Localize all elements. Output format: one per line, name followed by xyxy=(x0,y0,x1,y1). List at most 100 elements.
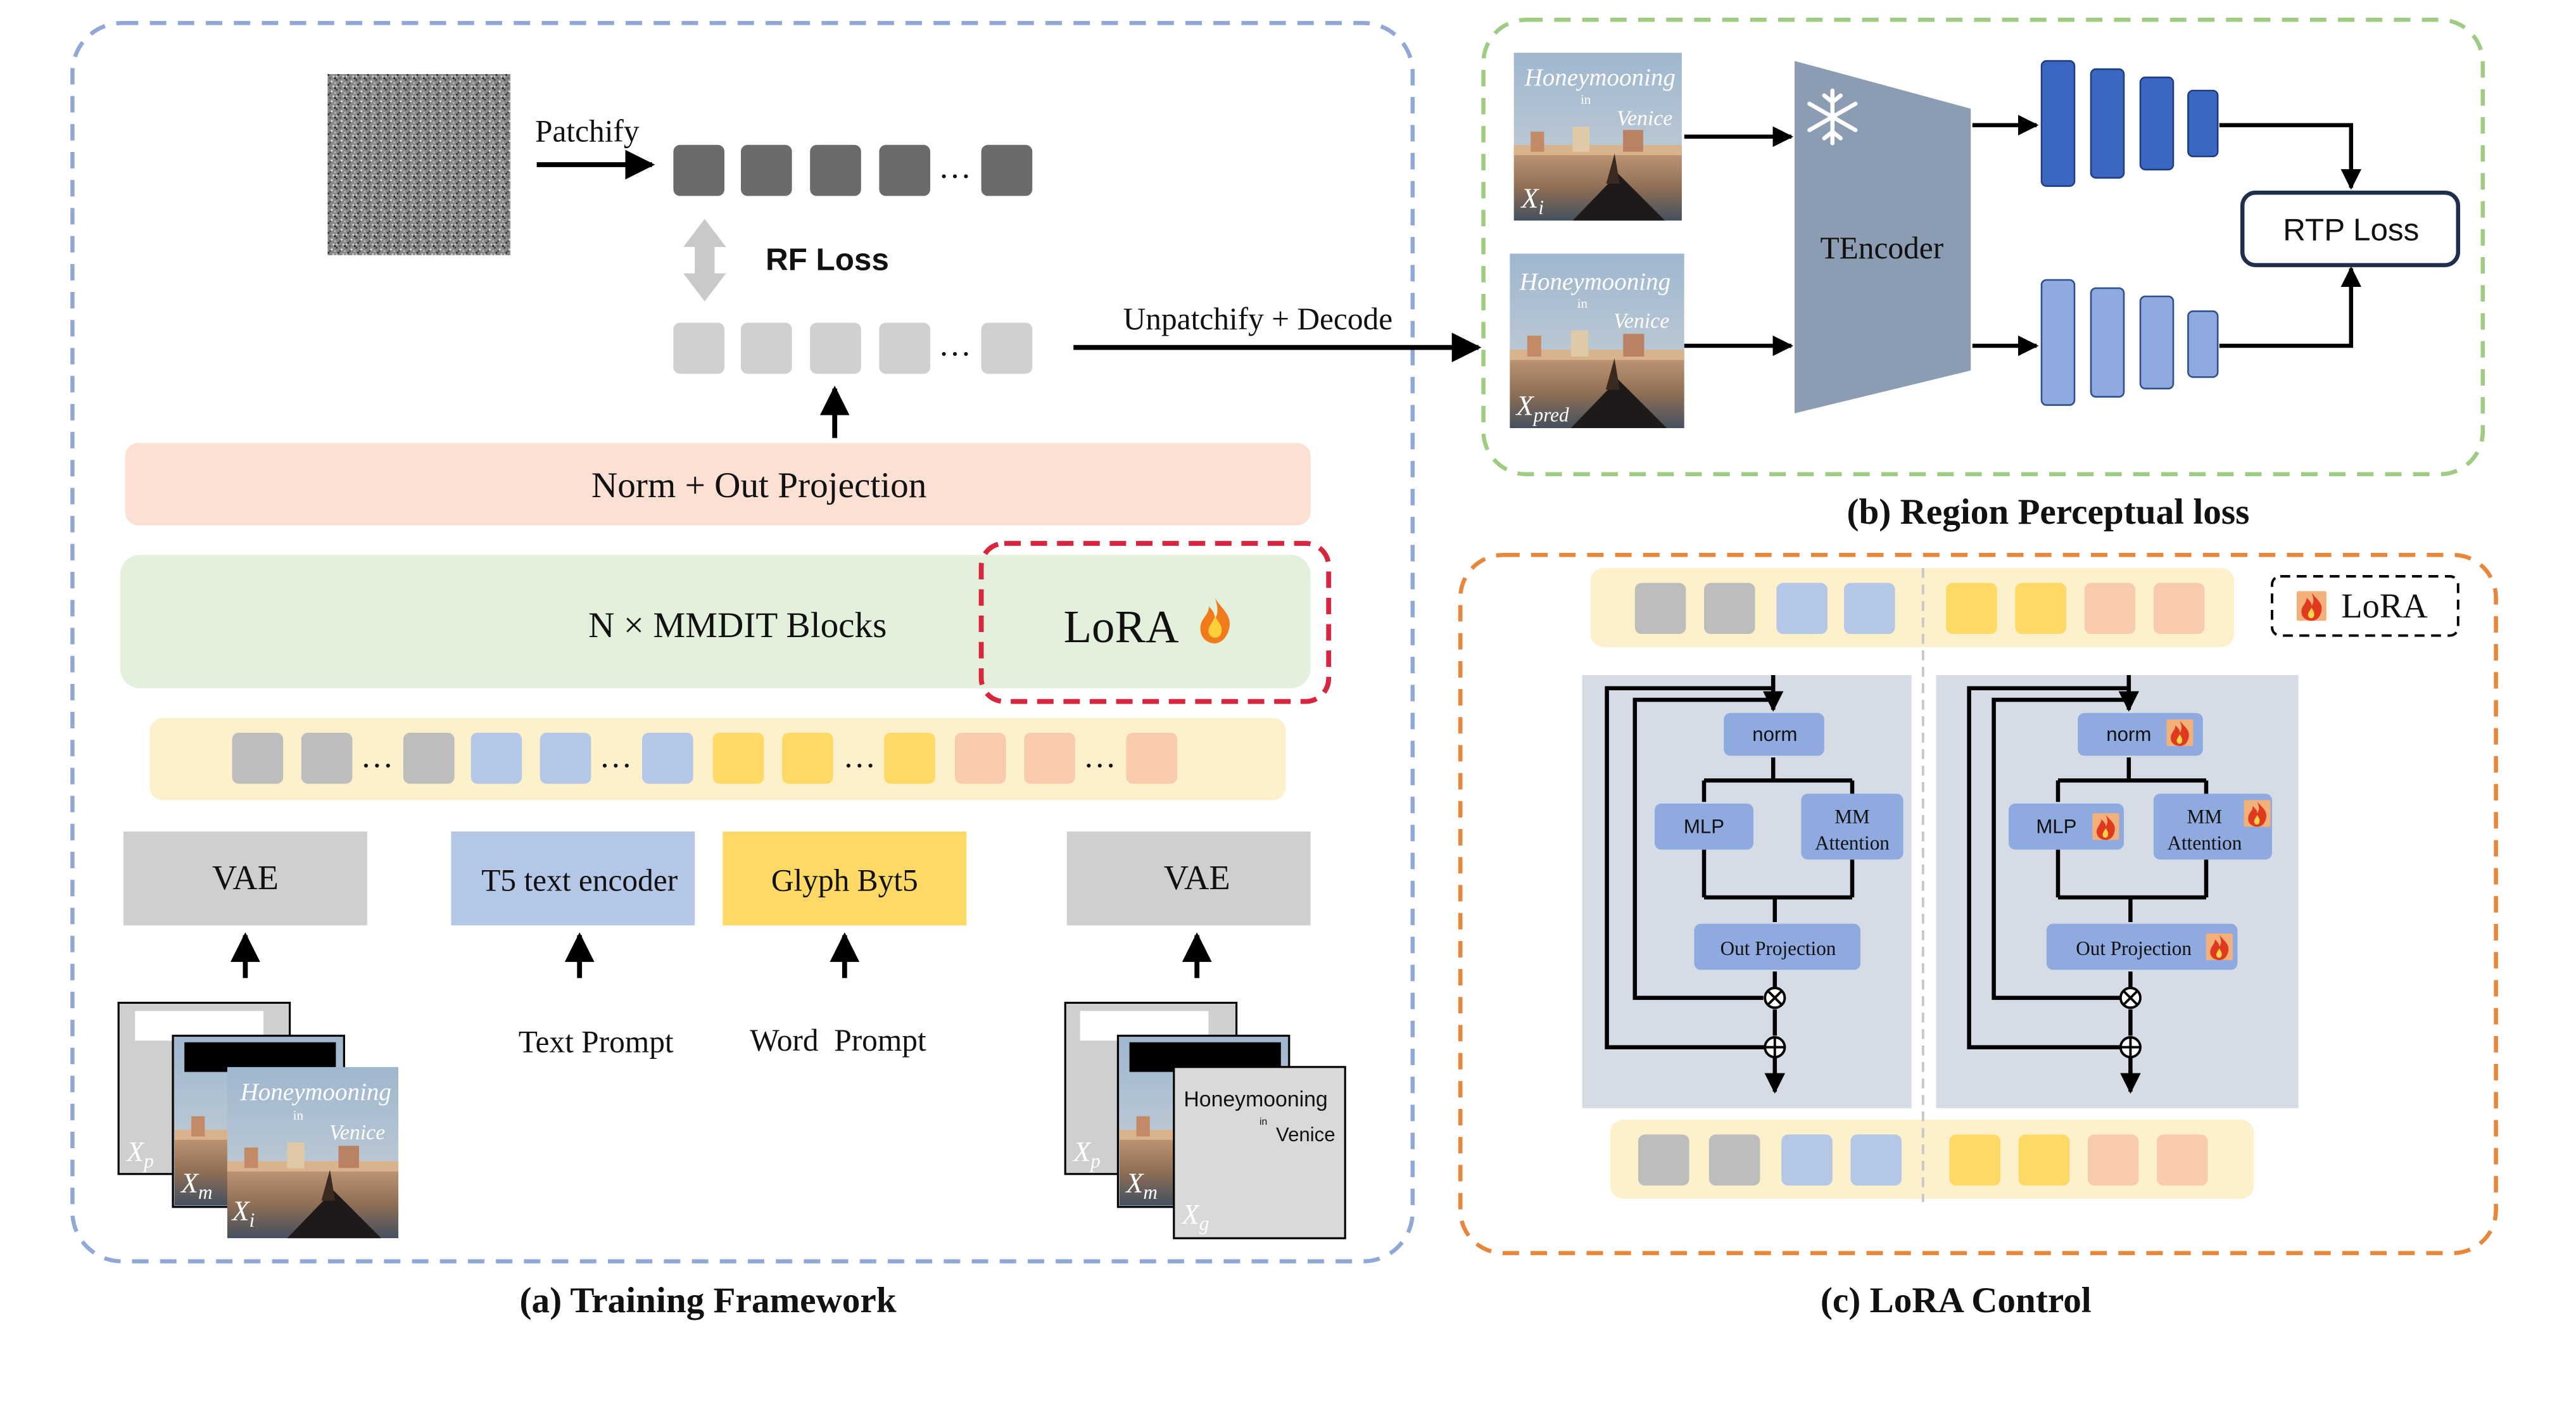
ellipsis: … xyxy=(360,739,393,775)
token xyxy=(641,733,693,784)
norm-out-projection-label: Norm + Out Projection xyxy=(591,465,926,505)
word-prompt-label: Word Prompt xyxy=(750,1023,926,1058)
out-projection-label: Out Projection xyxy=(1720,937,1836,959)
feature-map xyxy=(2040,279,2076,406)
mmdit-block-lora: norm MLP MM Attention Out Projection xyxy=(1936,674,2299,1108)
ellipsis: … xyxy=(843,739,876,775)
feature-map xyxy=(2139,76,2175,171)
right-image-stack: Xp Xm Honeymooning in Venice Xg xyxy=(1064,1001,1346,1239)
token xyxy=(879,322,930,374)
panel-c-caption: (c) LoRA Control xyxy=(1821,1281,2092,1320)
mm-attention-label-1: MM xyxy=(2187,806,2222,828)
multiply-icon xyxy=(1764,987,1786,1009)
token xyxy=(884,733,935,784)
mm-attention-label-2: Attention xyxy=(1815,832,1890,854)
arrow xyxy=(2219,123,2362,190)
rtp-loss-box xyxy=(2240,190,2461,267)
token xyxy=(1946,583,1997,634)
xg-glyph-line2: in xyxy=(1260,1117,1267,1127)
xg-glyph-line1: Honeymooning xyxy=(1184,1087,1327,1111)
lora-label: LoRA xyxy=(1064,601,1179,652)
feature-map xyxy=(2187,89,2219,158)
token xyxy=(1949,1134,2000,1186)
ellipsis: … xyxy=(938,149,971,186)
token xyxy=(741,144,792,196)
mlp-node-label: MLP xyxy=(2036,816,2076,838)
out-projection-label: Out Projection xyxy=(2076,937,2192,959)
token xyxy=(673,322,724,374)
norm-node-label: norm xyxy=(2106,723,2151,745)
panel-c-border xyxy=(1458,552,2498,1255)
lora-icon xyxy=(2206,933,2233,961)
xg-glyph-line3: Venice xyxy=(1276,1123,1335,1146)
lora-icon xyxy=(2166,719,2194,747)
rf-loss-label: RF Loss xyxy=(766,242,889,277)
token xyxy=(540,733,591,784)
left-image-stack: Xp Xm Honeymooning in Venice Xi xyxy=(117,1001,399,1239)
lora-legend-label: LoRA xyxy=(2341,586,2428,625)
xi-target-in: in xyxy=(1581,92,1591,107)
token xyxy=(470,733,522,784)
noise-image xyxy=(327,73,510,255)
token xyxy=(2156,1134,2208,1186)
xi-target-title: Honeymooning xyxy=(1524,64,1676,91)
panel-a-caption: (a) Training Framework xyxy=(519,1281,896,1320)
xp-label: Xp xyxy=(125,1136,154,1172)
token xyxy=(955,733,1006,784)
t5-encoder-label: T5 text encoder xyxy=(481,863,678,898)
xm-label: Xm xyxy=(180,1167,213,1203)
token xyxy=(741,322,792,374)
noisy-token-row xyxy=(673,144,1033,196)
out-projection-node xyxy=(2046,923,2238,970)
token xyxy=(2084,583,2136,634)
panel-c: LoRA xyxy=(1458,552,2498,1320)
panel-b-caption: (b) Region Perceptual loss xyxy=(1847,492,2249,532)
token xyxy=(1708,1134,1760,1186)
feature-map xyxy=(2040,60,2076,187)
vae-left-label: VAE xyxy=(212,858,279,897)
tencoder-label: TEncoder xyxy=(1820,231,1943,265)
token xyxy=(673,144,724,196)
xi-target-venice: Venice xyxy=(1617,107,1672,130)
snowflake-icon xyxy=(1807,88,1858,146)
lora-icon xyxy=(2244,800,2271,827)
mmdit-blocks-label: N × MMDIT Blocks xyxy=(588,605,887,645)
feature-map xyxy=(2139,295,2175,389)
xi-label: Xi xyxy=(231,1196,255,1231)
token xyxy=(1638,1134,1689,1186)
glyph-byt5-box xyxy=(723,832,967,926)
mlp-node xyxy=(1655,803,1753,850)
unpatchify-decode-label: Unpatchify + Decode xyxy=(1123,301,1393,336)
glyph-tokens xyxy=(712,733,935,784)
xpred-in: in xyxy=(1577,296,1588,311)
vae-left-box xyxy=(123,832,367,926)
token xyxy=(981,144,1033,196)
token xyxy=(232,733,284,784)
xpred-title: Honeymooning xyxy=(1519,269,1670,296)
mm-attention-node xyxy=(2153,794,2272,860)
panel-a-border xyxy=(70,21,1415,1263)
norm-node-label: norm xyxy=(1752,723,1797,745)
xg-label: Xg xyxy=(1181,1199,1209,1234)
token xyxy=(782,733,833,784)
panel-a: Patchify … RF Loss … Norm + Out Projecti… xyxy=(70,21,1415,1320)
xi-poster-venice: Venice xyxy=(329,1121,385,1144)
token xyxy=(1776,583,1828,634)
mlp-node-label: MLP xyxy=(1684,816,1724,838)
token xyxy=(301,733,353,784)
token xyxy=(1634,583,1686,634)
panel-b: Honeymooning in Venice Xi Honeymooning i… xyxy=(1481,17,2485,532)
tencoder-trapezoid xyxy=(1795,61,1971,414)
xg-glyph-image xyxy=(1173,1066,1346,1239)
out-projection-node xyxy=(1694,923,1860,970)
token xyxy=(981,322,1033,374)
rf-loss-double-arrow xyxy=(683,218,726,301)
vae-right-box xyxy=(1066,832,1311,926)
t5-encoder-box xyxy=(451,832,695,926)
mm-attention-label-2: Attention xyxy=(2167,832,2242,854)
norm-node xyxy=(1724,712,1824,756)
lora-dashed-box xyxy=(978,541,1332,704)
token xyxy=(712,733,764,784)
rtp-loss-label: RTP Loss xyxy=(2283,213,2419,248)
feature-map xyxy=(2187,310,2219,378)
